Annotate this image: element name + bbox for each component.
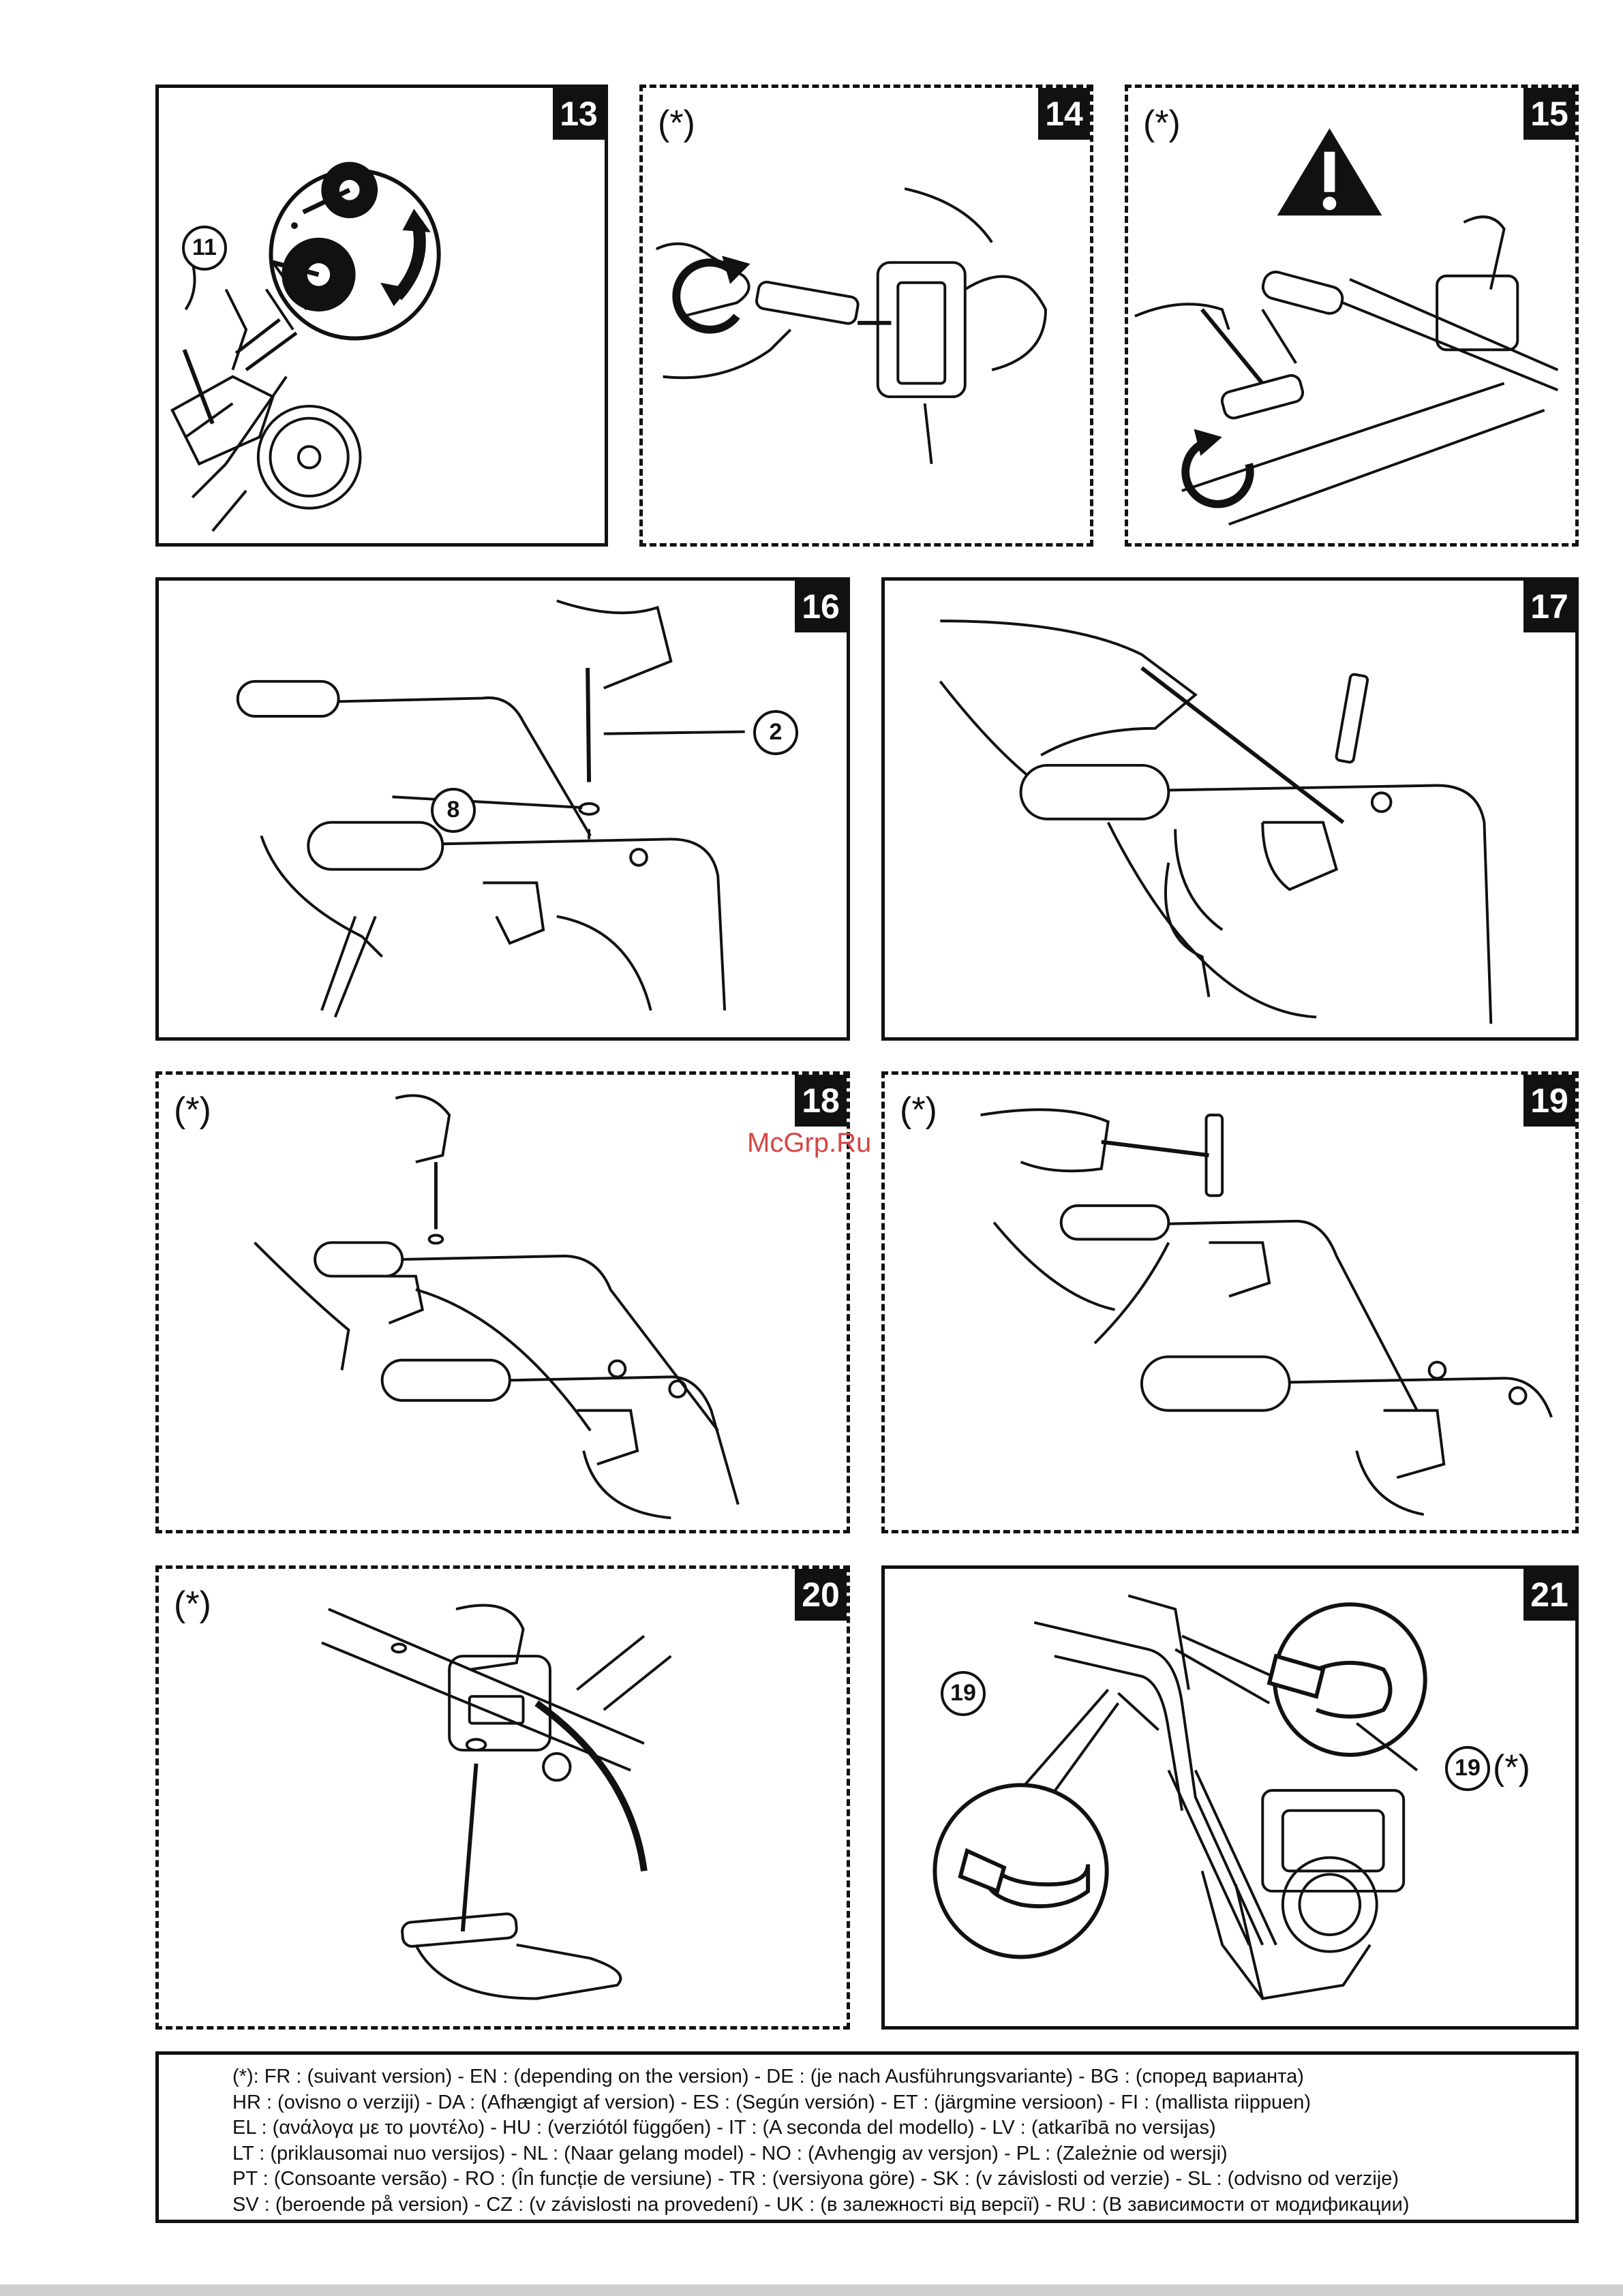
panel-number: 19 <box>1523 1075 1575 1127</box>
panel-number: 15 <box>1523 88 1575 140</box>
panel-19: 19 (*) <box>881 1071 1579 1533</box>
illustration-handlebar-tightening <box>1134 128 1559 526</box>
warning-triangle-icon <box>1277 128 1382 216</box>
illustration-socket-wrench <box>655 187 1047 464</box>
callout-label: 11 <box>192 234 217 260</box>
callout-label: 19 <box>1455 1755 1481 1781</box>
callout-circle <box>182 226 227 271</box>
legend-line: HR : (ovisno o verziji) - DA : (Afhængig… <box>232 2091 1311 2113</box>
panel-number: 17 <box>1523 581 1575 632</box>
panel-14: 14 (*) <box>639 85 1093 547</box>
version-marker: (*) <box>174 1585 211 1624</box>
version-marker: (*) <box>174 1090 211 1130</box>
legend-line: LT : (priklausomai nuo versijos) - NL : … <box>232 2142 1228 2164</box>
panel-15: 15 (*) <box>1125 85 1579 547</box>
panel-21: 21 19 19 (*) <box>881 1565 1579 2030</box>
watermark: McGrp.Ru <box>747 1128 872 1158</box>
illustration-bolt-tightening <box>980 1108 1553 1516</box>
panel-16: 16 2 8 <box>155 577 850 1041</box>
panel-17: 17 <box>881 577 1579 1041</box>
version-marker: (*) <box>900 1090 937 1130</box>
callout-circle <box>1445 1746 1490 1791</box>
panel-18: 18 (*) <box>155 1071 850 1533</box>
panel-number: 16 <box>795 581 847 632</box>
panel-number: 14 <box>1038 88 1090 140</box>
legend-line: SV : (beroende på version) - CZ : (v záv… <box>232 2193 1410 2216</box>
callout-circle <box>431 788 476 833</box>
legend-line: (*): FR : (suivant version) - EN : (depe… <box>232 2066 1304 2087</box>
panel-20: 20 (*) <box>155 1565 850 2030</box>
panel-number: 20 <box>795 1569 847 1621</box>
legend-line: PT : (Consoante versão) - RO : (În funcț… <box>232 2168 1399 2190</box>
rotate-arrow-icon <box>1181 429 1254 508</box>
illustration-bolt-insertion <box>236 599 745 1018</box>
illustration-lever-screw <box>321 1604 672 2000</box>
callout-circle <box>941 1671 986 1716</box>
version-marker: (*) <box>1143 104 1181 143</box>
illustration-wheel-adjustment <box>170 162 441 532</box>
illustration-cable-ties <box>932 1594 1427 2000</box>
panel-13: 13 11 <box>155 85 608 547</box>
panel-number: 21 <box>1523 1569 1575 1621</box>
callout-label: 8 <box>446 797 460 823</box>
callout-label: 19 <box>950 1680 976 1706</box>
illustration-screw-installation <box>254 1094 740 1520</box>
panel-number: 13 <box>553 88 605 140</box>
illustration-nut-tightening <box>939 619 1493 1024</box>
version-marker: (*) <box>658 104 695 143</box>
panel-number: 18 <box>795 1075 847 1127</box>
version-legend: (*): FR : (suivant version) - EN : (depe… <box>155 2051 1579 2223</box>
curved-double-arrow-icon <box>380 209 431 307</box>
callout-label: 2 <box>769 719 783 745</box>
rotate-arrow-icon <box>672 256 750 334</box>
callout-circle <box>753 710 798 755</box>
legend-line: EL : (ανάλογα με το μοντέλο) - HU : (ver… <box>232 2117 1216 2139</box>
version-marker: (*) <box>1493 1748 1530 1788</box>
footer-bar <box>0 2284 1623 2296</box>
